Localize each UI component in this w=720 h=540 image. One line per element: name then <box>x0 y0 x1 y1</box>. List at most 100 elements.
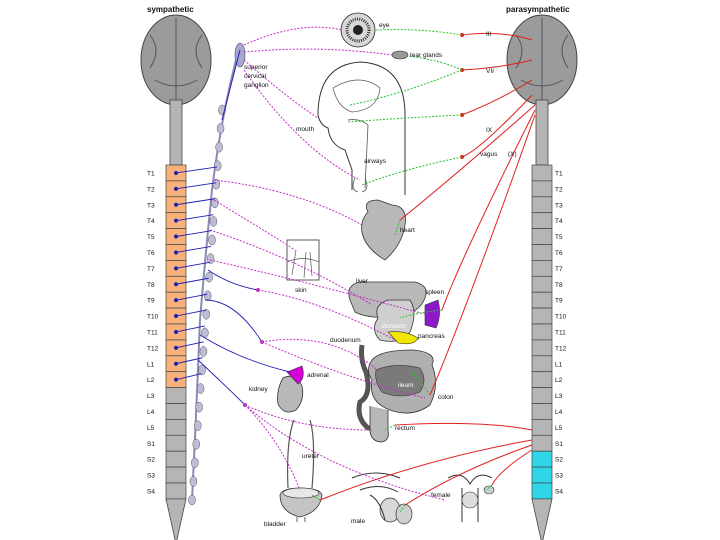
spleen-label: spleen <box>425 289 445 296</box>
nerve-fiber <box>491 449 533 486</box>
segment-label-l4: L4 <box>555 409 563 416</box>
segment-label-l2: L2 <box>147 377 155 384</box>
nerve-fiber <box>257 289 396 341</box>
spinal-segment-t10 <box>531 307 553 325</box>
nerve-fiber <box>399 104 536 221</box>
spinal-segment-l3 <box>165 387 187 404</box>
chain-ganglion <box>189 476 198 487</box>
vagus-label: vagus <box>480 151 498 158</box>
synapse-dot <box>256 288 260 292</box>
nerve-fiber <box>399 309 443 319</box>
spinal-segment-l4 <box>531 403 553 420</box>
nerve-fiber <box>209 259 429 316</box>
segment-label-s3: S3 <box>147 473 155 480</box>
heart-label: heart <box>400 227 415 234</box>
airways-label: airways <box>364 158 387 165</box>
synapse-dot <box>174 314 178 319</box>
spinal-segment-t9 <box>531 291 553 309</box>
nerve-fiber <box>409 369 431 396</box>
kidney-label: kidney <box>249 386 269 393</box>
nerve-III-label: III <box>486 31 492 38</box>
nerve-fiber <box>175 246 212 253</box>
nerve-fiber <box>461 94 533 158</box>
segment-label-t10: T10 <box>147 314 159 321</box>
segment-label-t7: T7 <box>555 266 563 273</box>
bladder-label: bladder <box>264 521 287 528</box>
male-label: male <box>351 518 365 525</box>
nerve-fiber <box>394 422 533 431</box>
synapse-dot <box>174 202 178 207</box>
nerve-fiber <box>175 261 210 269</box>
nerve-fiber <box>404 444 533 506</box>
superior-cervical-ganglion-label-1: superior <box>244 64 268 71</box>
segment-label-t4: T4 <box>555 218 563 225</box>
nerve-fiber <box>175 277 209 285</box>
sympathetic-header: sympathetic <box>147 5 194 14</box>
nerve-fiber <box>175 182 217 190</box>
tear-glands-label: tear glands <box>410 52 443 59</box>
segment-label-l3: L3 <box>555 393 563 400</box>
segment-label-l5: L5 <box>555 425 563 432</box>
sympathetic-segment-labels: T1T2T3T4T5T6T7T8T9T10T11T12L1L2L3L4L5S1S… <box>147 170 159 495</box>
synapse-dot <box>174 345 178 350</box>
sympathetic-brain <box>140 14 212 106</box>
stomach-label: stomach <box>381 323 406 330</box>
segment-label-t1: T1 <box>555 170 563 177</box>
chain-ganglion <box>195 401 203 413</box>
synapse-dot <box>174 250 178 255</box>
nerve-fiber <box>461 32 533 41</box>
ureter-label: ureter <box>302 453 320 460</box>
nerve-fiber <box>175 293 208 301</box>
segment-label-t7: T7 <box>147 266 155 273</box>
spinal-segment-s3 <box>531 466 553 484</box>
nerve-fiber <box>319 439 533 501</box>
spinal-segment-s1 <box>531 434 553 452</box>
nerve-fiber <box>213 179 363 226</box>
pancreas-label: pancreas <box>418 333 445 340</box>
spinal-segment-s4 <box>165 482 187 500</box>
nerve-fiber <box>243 69 361 181</box>
nerve-fiber <box>175 357 203 365</box>
liver-label: liver <box>356 278 369 285</box>
segment-label-t2: T2 <box>147 186 155 193</box>
eye-organ <box>340 12 376 48</box>
synapse-dot <box>260 340 264 344</box>
nerve-fiber <box>261 341 426 399</box>
spinal-segment-s2 <box>165 450 187 468</box>
parasympathetic-header: parasympathetic <box>506 5 570 14</box>
tear-gland-organ <box>391 50 409 60</box>
nerve-fiber <box>244 404 301 491</box>
nerve-fiber <box>175 309 207 317</box>
chain-ganglion <box>202 309 211 320</box>
chain-ganglion <box>213 160 222 171</box>
nerve-fiber <box>261 338 381 373</box>
nerve-fiber <box>361 156 463 186</box>
segment-label-t12: T12 <box>147 345 159 352</box>
nerve-fiber <box>429 114 536 396</box>
nerve-fiber <box>209 229 373 306</box>
synapse-dot <box>174 361 178 366</box>
nerve-fiber <box>243 59 319 119</box>
nerve-fiber <box>243 48 393 56</box>
chain-ganglion <box>205 271 213 283</box>
spinal-segment-l5 <box>165 419 187 436</box>
nerve-fiber <box>485 484 493 491</box>
parasympathetic-brain <box>506 14 578 106</box>
segment-label-t2: T2 <box>555 186 563 193</box>
segment-label-s1: S1 <box>147 441 155 448</box>
chain-ganglion <box>215 141 223 153</box>
skin-organ <box>286 239 320 281</box>
ileum-label: ileum <box>398 382 414 389</box>
segment-label-t9: T9 <box>147 298 155 305</box>
nerve-fiber <box>207 269 259 291</box>
spinal-segment-l1 <box>531 355 553 373</box>
chain-ganglion <box>216 123 225 134</box>
chain-ganglion <box>199 346 208 357</box>
segment-label-t8: T8 <box>555 282 563 289</box>
nerve-fiber <box>175 230 213 237</box>
segment-label-t11: T11 <box>555 329 566 336</box>
segment-label-t9: T9 <box>555 298 563 305</box>
nerve-fiber <box>175 325 206 333</box>
